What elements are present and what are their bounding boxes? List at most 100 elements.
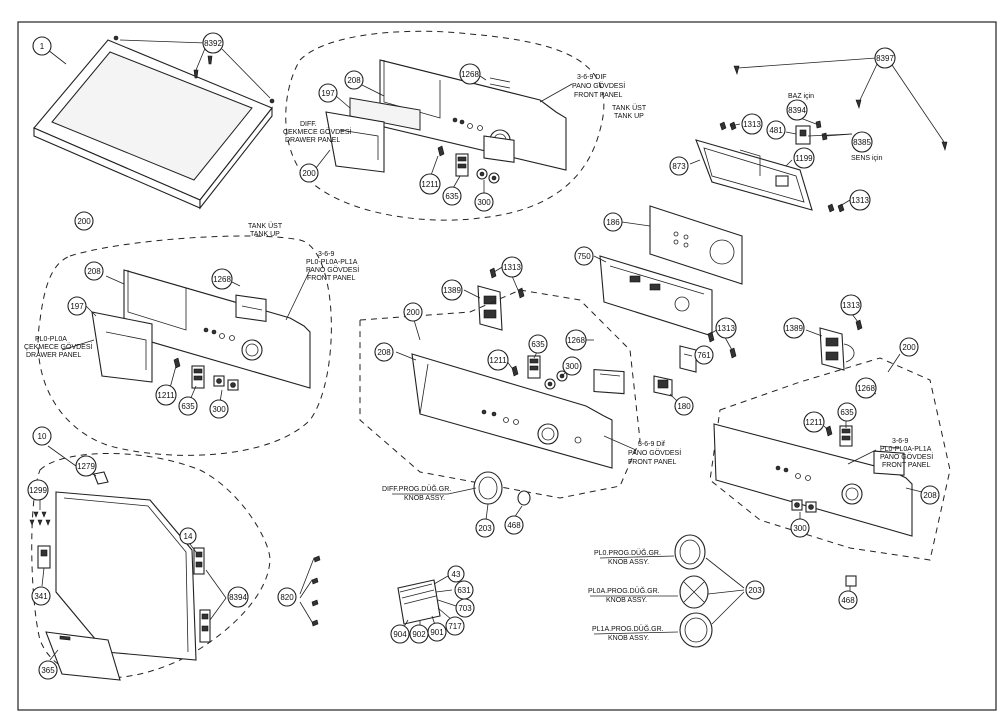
callout-1313-e[interactable]: 1313	[840, 294, 862, 316]
callout-208-mid[interactable]: 208	[374, 342, 394, 362]
callout-300-left[interactable]: 300	[209, 399, 229, 419]
callout-1313-c[interactable]: 1313	[501, 256, 523, 278]
callout-203-right[interactable]: 203	[745, 580, 765, 600]
svg-text:635: 635	[531, 340, 545, 349]
callout-703[interactable]: 703	[455, 598, 475, 618]
part-pcb-frame-873	[695, 139, 813, 211]
callout-1211-mid[interactable]: 1211	[487, 349, 509, 371]
svg-text:1313: 1313	[717, 324, 735, 333]
callout-197-left[interactable]: 197	[67, 296, 87, 316]
callout-1211-left[interactable]: 1211	[155, 384, 177, 406]
callout-200-mid[interactable]: 200	[403, 302, 423, 322]
callout-635-right[interactable]: 635	[837, 402, 857, 422]
callout-208-top[interactable]: 208	[344, 70, 364, 90]
callout-300-right[interactable]: 300	[790, 518, 810, 538]
callout-750[interactable]: 750	[574, 246, 594, 266]
callout-1268-mid[interactable]: 1268	[565, 329, 587, 351]
callout-197-top[interactable]: 197	[318, 83, 338, 103]
callout-1199[interactable]: 1199	[793, 147, 815, 169]
part-sensor-481	[795, 125, 811, 145]
callout-43[interactable]: 43	[447, 565, 465, 583]
callout-635-left[interactable]: 635	[178, 396, 198, 416]
part-small-parts-right	[791, 425, 853, 513]
callout-14[interactable]: 14	[179, 527, 197, 545]
callout-8394-left[interactable]: 8394	[227, 586, 249, 608]
callout-717[interactable]: 717	[445, 616, 465, 636]
callout-8394-right[interactable]: 8394	[786, 99, 808, 121]
label-baz-icin: BAZ için	[788, 93, 814, 100]
callout-180[interactable]: 180	[674, 396, 694, 416]
callout-902[interactable]: 902	[409, 624, 429, 644]
callout-1279[interactable]: 1279	[75, 455, 97, 477]
callout-1313-d[interactable]: 1313	[715, 317, 737, 339]
svg-text:1: 1	[40, 42, 45, 51]
svg-text:1389: 1389	[785, 324, 803, 333]
callout-1268-left[interactable]: 1268	[211, 268, 233, 290]
callout-635-mid[interactable]: 635	[528, 334, 548, 354]
callout-1268-right[interactable]: 1268	[855, 377, 877, 399]
callout-200-left[interactable]: 200	[74, 211, 94, 231]
label-knob-pl1a-2: KNOB ASSY.	[608, 635, 649, 642]
label-tank-up-2-en: TANK UP	[250, 231, 280, 238]
callout-300-top[interactable]: 300	[474, 192, 494, 212]
label-drawer-diff-1: DIFF.	[300, 121, 317, 128]
callout-1313-b[interactable]: 1313	[849, 189, 871, 211]
callout-208-right[interactable]: 208	[920, 485, 940, 505]
part-board-1268-top	[483, 77, 515, 163]
part-front-panel-pl0-right	[713, 423, 913, 537]
callout-1299[interactable]: 1299	[27, 479, 49, 501]
svg-text:8385: 8385	[853, 138, 871, 147]
svg-text:203: 203	[748, 586, 762, 595]
svg-text:208: 208	[347, 76, 361, 85]
callout-873[interactable]: 873	[669, 156, 689, 176]
part-small-parts-mid	[511, 355, 568, 390]
svg-text:197: 197	[321, 89, 335, 98]
label-front-panel-mid-1: 3-6-9 Dif	[638, 441, 665, 448]
label-front-panel-pl0-1: 3-6-9	[318, 251, 334, 258]
callout-1211-right[interactable]: 1211	[803, 411, 825, 433]
svg-text:208: 208	[923, 491, 937, 500]
label-front-panel-right-3: PANO GÖVDESİ	[880, 452, 933, 461]
callout-203-mid[interactable]: 203	[475, 518, 495, 538]
callout-904[interactable]: 904	[390, 624, 410, 644]
label-front-panel-dif-2: PANO GÖVDESİ	[572, 81, 625, 90]
callout-186[interactable]: 186	[603, 212, 623, 232]
svg-text:1279: 1279	[77, 462, 95, 471]
callout-300-mid[interactable]: 300	[562, 356, 582, 376]
callout-1313-a[interactable]: 1313	[741, 113, 763, 135]
svg-text:208: 208	[377, 348, 391, 357]
svg-text:1211: 1211	[489, 356, 507, 365]
callout-468-mid[interactable]: 468	[504, 515, 524, 535]
callout-1389-right[interactable]: 1389	[783, 317, 805, 339]
callout-901[interactable]: 901	[427, 622, 447, 642]
callout-10[interactable]: 10	[32, 426, 52, 446]
part-manual-booklet	[397, 579, 441, 625]
callout-200-right[interactable]: 200	[899, 337, 919, 357]
callout-208-left[interactable]: 208	[84, 261, 104, 281]
callout-8397[interactable]: 8397	[874, 47, 896, 69]
callout-8385[interactable]: 8385	[851, 131, 873, 153]
part-hinge-brackets	[193, 547, 211, 643]
callout-341[interactable]: 341	[31, 586, 51, 606]
sheet-border	[17, 21, 997, 711]
label-knob-pl1a-1: PL1A.PROG.DÜĞ.GR.	[592, 624, 664, 633]
callout-631[interactable]: 631	[454, 580, 474, 600]
callout-365[interactable]: 365	[38, 660, 58, 680]
callout-481[interactable]: 481	[766, 120, 786, 140]
callout-1211-top[interactable]: 1211	[419, 173, 441, 195]
callout-1268-top[interactable]: 1268	[459, 63, 481, 85]
svg-text:200: 200	[406, 308, 420, 317]
svg-text:14: 14	[184, 532, 193, 541]
callout-468-right[interactable]: 468	[838, 590, 858, 610]
label-front-panel-pl0-2: PL0-PL0A-PL1A	[306, 259, 358, 266]
callout-200-top[interactable]: 200	[299, 163, 319, 183]
callout-8392[interactable]: 8392	[202, 32, 224, 54]
callout-1389-mid[interactable]: 1389	[441, 279, 463, 301]
part-screws-1299	[29, 511, 51, 526]
callout-1[interactable]: 1	[32, 36, 52, 56]
part-front-panel-diff-mid	[411, 353, 613, 469]
callout-820[interactable]: 820	[277, 587, 297, 607]
callout-635-top[interactable]: 635	[442, 186, 462, 206]
callout-761[interactable]: 761	[694, 345, 714, 365]
